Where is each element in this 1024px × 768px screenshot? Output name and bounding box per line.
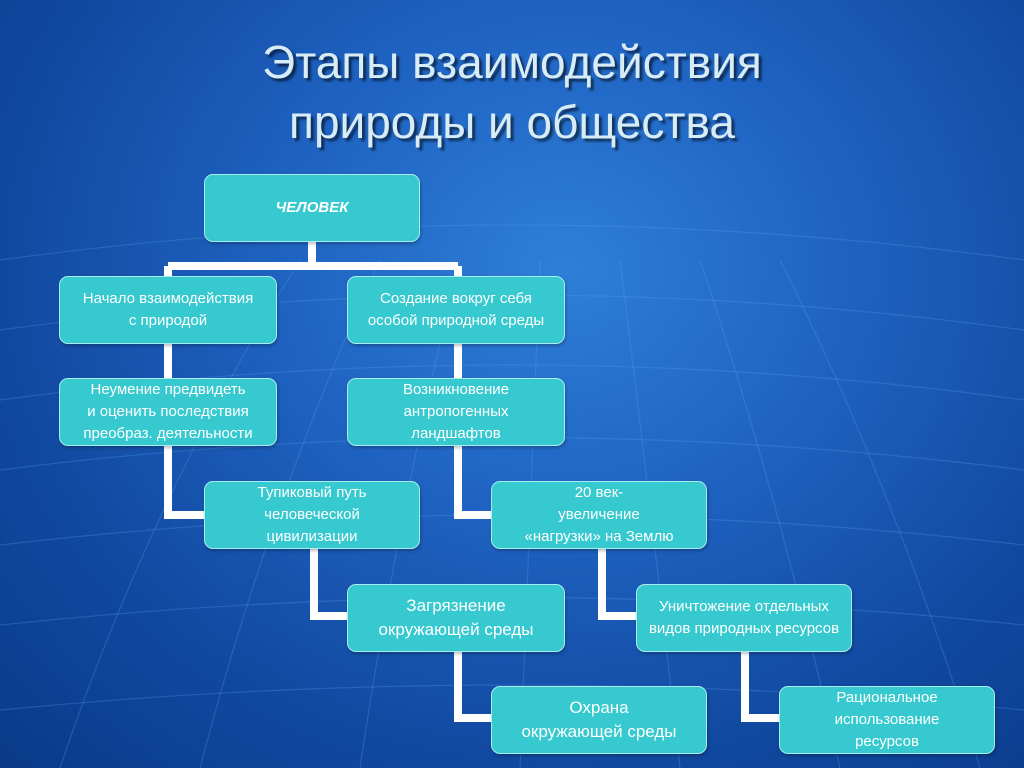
title-line-1: Этапы взаимодействия xyxy=(262,36,762,88)
connector-root-branch xyxy=(164,242,462,280)
connector-right-4-5 xyxy=(741,652,780,722)
title-line-2: природы и общества xyxy=(289,96,735,148)
node-dead-end-path: Тупиковый путь человеческой цивилизации xyxy=(204,481,420,549)
node-environment-protection: Охрана окружающей среды xyxy=(491,686,707,754)
node-special-environment: Создание вокруг себя особой природной ср… xyxy=(347,276,565,344)
connector-right-3-4 xyxy=(598,548,638,620)
connector-left-3-4 xyxy=(310,548,350,620)
connector-right-2-3 xyxy=(454,446,492,519)
node-interaction-start: Начало взаимодействия с природой xyxy=(59,276,277,344)
node-anthropogenic-landscapes: Возникновение антропогенных ландшафтов xyxy=(347,378,565,446)
node-root-person: ЧЕЛОВЕК xyxy=(204,174,420,242)
connector-left-2-3 xyxy=(164,446,206,519)
node-resource-destruction: Уничтожение отдельных видов природных ре… xyxy=(636,584,852,652)
node-pollution: Загрязнение окружающей среды xyxy=(347,584,565,652)
node-20th-century-load: 20 век- увеличение «нагрузки» на Землю xyxy=(491,481,707,549)
node-rational-use: Рациональное использование ресурсов xyxy=(779,686,995,754)
node-inability-to-foresee: Неумение предвидеть и оценить последстви… xyxy=(59,378,277,446)
page-title: Этапы взаимодействия природы и общества xyxy=(0,32,1024,152)
connector-left-4-5 xyxy=(454,652,492,722)
